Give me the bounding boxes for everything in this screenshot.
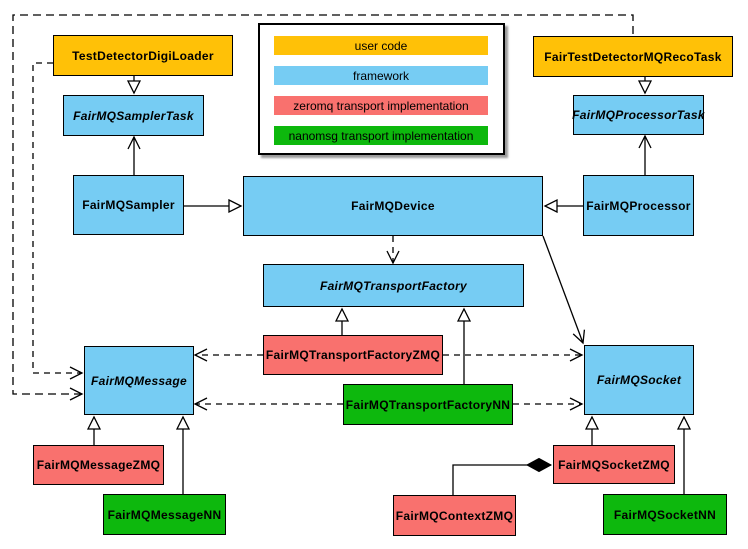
edge-contextzmq-socketzmq [452,465,551,495]
edge-digiloader-message [32,62,84,380]
node-fairtestdetectormqrecotask: FairTestDetectorMQRecoTask [533,36,733,77]
node-fairmqsocket: FairMQSocket [584,345,694,415]
node-fairmqsampler: FairMQSampler [73,175,184,235]
node-fairmqprocessor: FairMQProcessor [583,175,694,236]
edge-device-socket [542,235,586,345]
node-fairmqdevice: FairMQDevice [243,176,543,236]
node-fairmqprocessortask: FairMQProcessorTask [572,95,705,135]
legend-item-zeromq: zeromq transport implementation [274,96,488,115]
node-fairmqmessagenn: FairMQMessageNN [103,494,226,535]
node-fairmqtransportfactory: FairMQTransportFactory [263,264,524,307]
node-fairmqmessagezmq: FairMQMessageZMQ [33,445,164,485]
node-fairmqcontextzmq: FairMQContextZMQ [393,495,516,536]
node-fairmqsocketzmq: FairMQSocketZMQ [553,445,675,484]
node-fairmqsocketnn: FairMQSocketNN [603,494,727,535]
node-fairmqtransportfactoryzmq: FairMQTransportFactoryZMQ [263,335,443,375]
node-fairmqmessage: FairMQMessage [84,346,194,415]
legend-item-user-code: user code [274,36,488,55]
legend-item-nanomsg: nanomsg transport implementation [274,126,488,145]
edge-recotask-message [12,14,634,401]
node-fairmqsamplertask: FairMQSamplerTask [63,95,204,136]
legend-item-framework: framework [274,66,488,85]
node-fairmqtransportfactorynn: FairMQTransportFactoryNN [343,384,513,425]
node-testdetectordigiloader: TestDetectorDigiLoader [53,35,233,76]
